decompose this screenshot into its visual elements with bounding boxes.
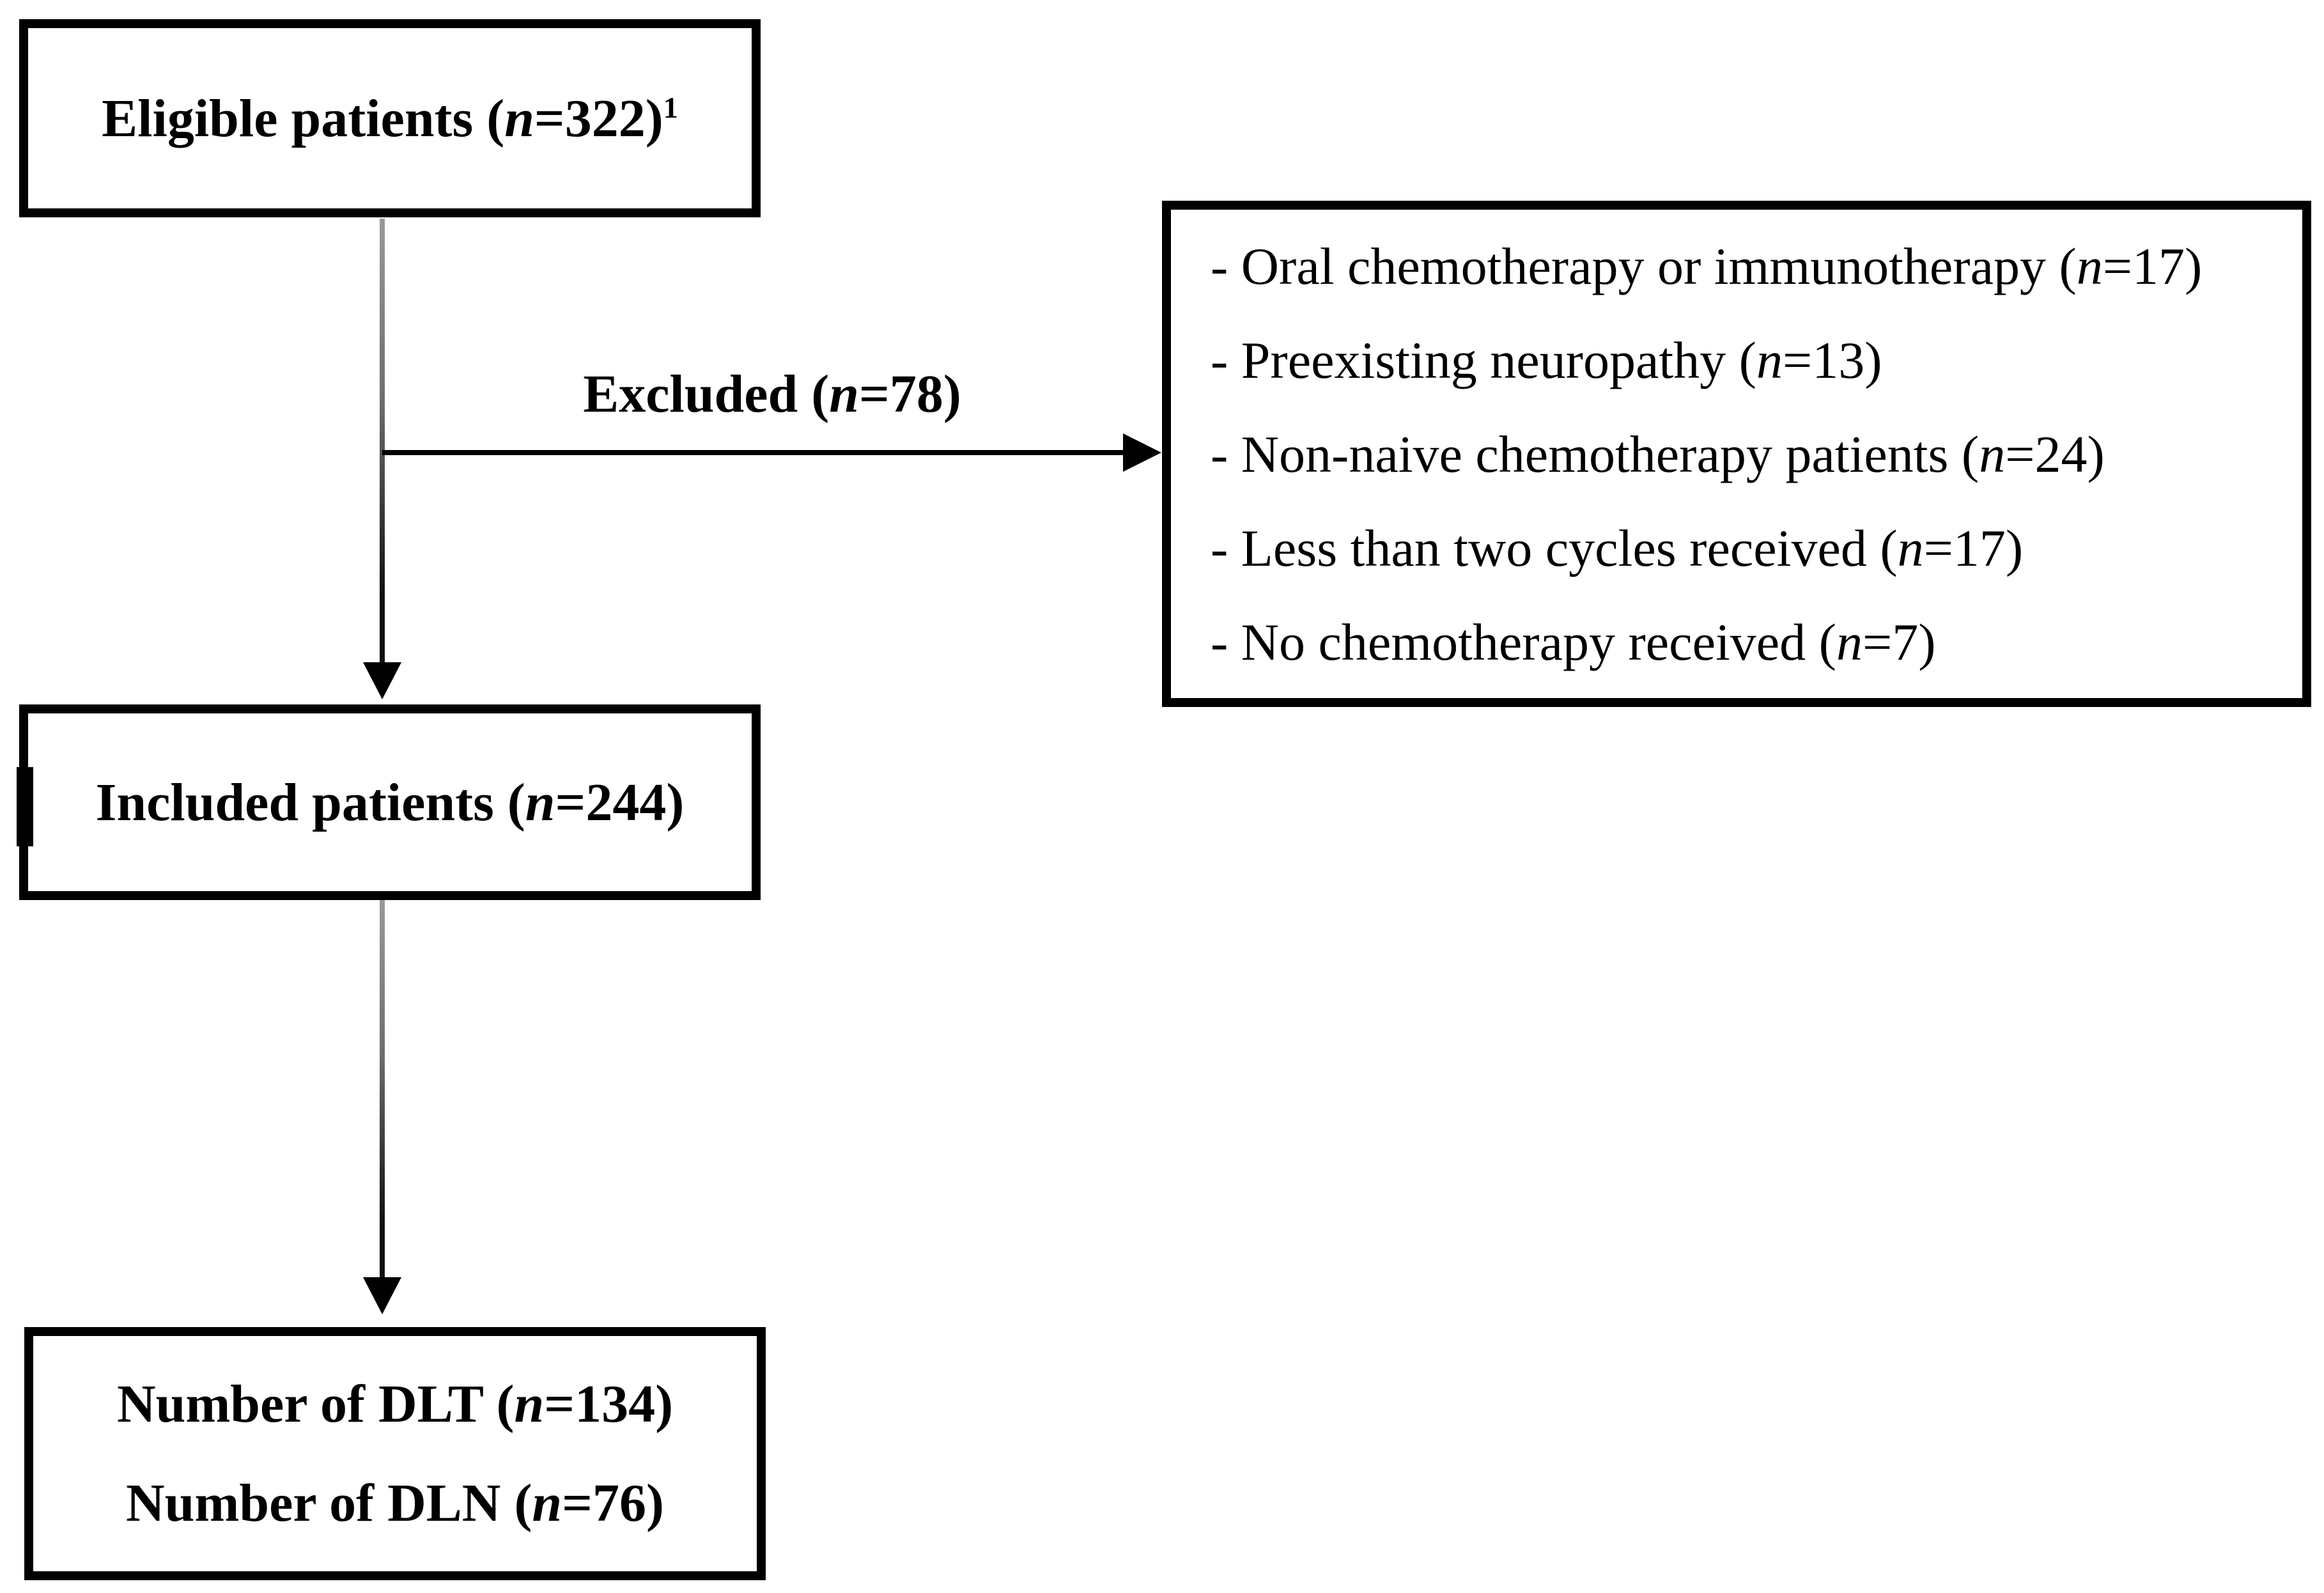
- arrowhead-down-icon: [363, 1277, 401, 1314]
- excluded-label: Excluded (n=78): [382, 355, 1162, 432]
- footnote-marker: 1: [663, 91, 678, 124]
- outcome-line-dlt: Number of DLT (n=134): [117, 1355, 673, 1454]
- connector-included-to-outcome: [380, 900, 385, 1278]
- label-text-pre: - Less than two cycles received (: [1211, 518, 1898, 577]
- n-variable: n: [829, 364, 859, 424]
- label-text-post: =322): [534, 88, 663, 148]
- n-variable: n: [1836, 612, 1863, 671]
- border-artifact: [17, 767, 33, 846]
- n-variable: n: [525, 772, 555, 832]
- arrowhead-down-icon: [363, 662, 401, 699]
- label-text-pre: Eligible patients (: [102, 88, 505, 148]
- label-text-post: =7): [1862, 612, 1936, 671]
- label-text-pre: Included patients (: [95, 772, 525, 832]
- label-text-pre: Excluded (: [583, 364, 830, 424]
- exclusion-item: - No chemotherapy received (n=7): [1211, 595, 2302, 689]
- exclusion-item: - Less than two cycles received (n=17): [1211, 501, 2302, 595]
- arrowhead-right-icon: [1123, 433, 1161, 472]
- eligible-patients-box: Eligible patients (n=322)1: [19, 19, 761, 217]
- label-text-post: =13): [1782, 330, 1882, 389]
- label-text-post: =76): [562, 1473, 664, 1533]
- label-text-pre: - Non-naive chemotherapy patients (: [1211, 424, 1979, 483]
- label-text-pre: Number of DLN (: [126, 1473, 532, 1533]
- label-text-post: =17): [2102, 237, 2203, 295]
- exclusion-item: - Non-naive chemotherapy patients (n=24): [1211, 407, 2302, 501]
- label-text-pre: Number of DLT (: [116, 1374, 515, 1434]
- n-variable: n: [504, 88, 534, 148]
- label-text-post: =244): [555, 772, 685, 832]
- n-variable: n: [532, 1473, 562, 1533]
- label-text-pre: - No chemotherapy received (: [1211, 612, 1836, 671]
- connector-excluded-branch: [382, 450, 1124, 455]
- n-variable: n: [2076, 237, 2103, 295]
- n-variable: n: [1897, 518, 1924, 577]
- label-text-pre: - Oral chemotherapy or immunotherapy (: [1211, 237, 2077, 295]
- n-variable: n: [1979, 424, 2006, 483]
- label-text-post: =78): [858, 364, 961, 424]
- exclusion-item: - Oral chemotherapy or immunotherapy (n=…: [1211, 219, 2302, 313]
- outcome-line-dln: Number of DLN (n=76): [126, 1454, 664, 1553]
- connector-eligible-to-included: [380, 219, 385, 662]
- included-patients-box: Included patients (n=244): [19, 704, 761, 900]
- label-text-post: =134): [544, 1374, 674, 1434]
- outcome-box: Number of DLT (n=134) Number of DLN (n=7…: [24, 1327, 766, 1580]
- n-variable: n: [514, 1374, 545, 1434]
- label-text-post: =24): [2005, 424, 2105, 483]
- included-patients-label: Included patients (n=244): [96, 772, 685, 834]
- eligible-patients-label: Eligible patients (n=322)1: [102, 88, 678, 150]
- label-text-post: =17): [1923, 518, 2024, 577]
- exclusion-item: - Preexisting neuropathy (n=13): [1211, 313, 2302, 407]
- exclusion-reasons-box: - Oral chemotherapy or immunotherapy (n=…: [1162, 201, 2311, 707]
- n-variable: n: [1756, 330, 1783, 389]
- label-text-pre: - Preexisting neuropathy (: [1211, 330, 1756, 389]
